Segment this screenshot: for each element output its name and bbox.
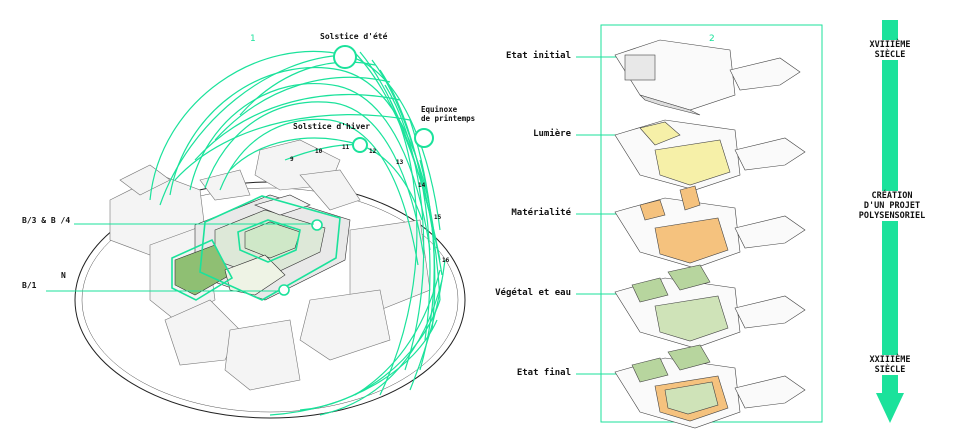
timeline-start-label: XVIIIÈME SIÈCLE — [840, 40, 940, 60]
equinox-sun — [414, 128, 434, 148]
marker-upper — [311, 219, 323, 231]
building-outline-highlight — [171, 195, 341, 301]
summer-solstice-label: Solstice d'été — [320, 32, 388, 41]
summer-solstice-sun — [333, 45, 357, 69]
step-label-lumiere: Lumière — [533, 129, 571, 139]
plan-vegetal-eau — [614, 264, 806, 349]
plan-etat-initial — [614, 39, 801, 116]
main-building — [174, 194, 351, 301]
hour-label: 10 — [315, 148, 323, 155]
hour-label: 14 — [418, 182, 426, 189]
timeline-middle-label: CRÉATION D'UN PROJET POLYSENSORIEL — [840, 191, 944, 221]
step-label-etat-final: Etat final — [516, 368, 571, 378]
hour-label: 9 — [290, 156, 294, 163]
marker-lower — [278, 284, 290, 296]
figure-number-1: 1 — [250, 34, 256, 44]
hour-label: 12 — [369, 148, 377, 155]
equinox-label: Equinoxe de printemps — [421, 105, 476, 123]
timeline-end-label: XXIIIÈME SIÈCLE — [840, 355, 940, 375]
step-label-vegetal-eau: Végétal et eau — [495, 288, 571, 298]
plan-etat-final — [614, 344, 806, 429]
step-label-materialite: Matérialité — [511, 208, 571, 218]
timeline-arrowhead — [876, 393, 904, 423]
winter-solstice-sun — [352, 137, 368, 153]
level-label-b3-b4: B/3 & B /4 — [22, 216, 71, 225]
plan-materialite — [614, 185, 806, 269]
plan-lumiere — [614, 119, 806, 191]
step-label-etat-initial: Etat initial — [505, 51, 571, 61]
hour-label: 15 — [434, 214, 442, 221]
hour-label: 16 — [442, 257, 450, 264]
level-label-b1: B/1 — [22, 281, 37, 290]
figure-number-2: 2 — [709, 34, 715, 44]
hour-label: 11 — [342, 144, 350, 151]
ground-ellipse-inner — [81, 187, 459, 413]
hour-label: 13 — [396, 159, 404, 166]
north-label: N — [61, 271, 66, 280]
winter-solstice-label: Solstice d'hiver — [293, 122, 371, 131]
